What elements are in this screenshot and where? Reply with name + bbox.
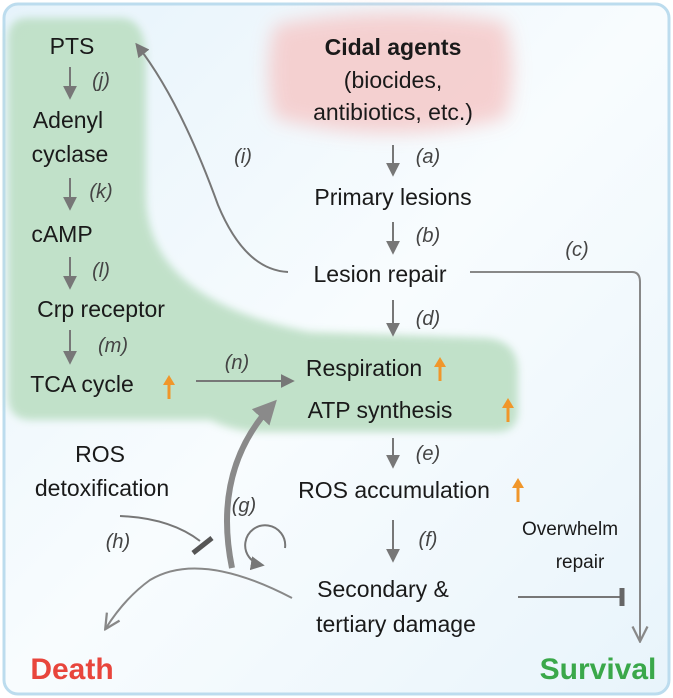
outcome-survival: Survival: [540, 653, 657, 686]
edge-label-k: (k): [89, 181, 112, 203]
edge-label-h: (h): [106, 531, 130, 553]
arrow-death: [106, 567, 293, 628]
ros-detox-line1: ROS: [75, 441, 125, 467]
up-arrow-icon: [512, 478, 524, 502]
edge-label-i: (i): [234, 146, 252, 168]
edge-label-a: (a): [416, 146, 440, 168]
edge-label-l: (l): [92, 260, 110, 282]
self-loop-arrow: [244, 524, 287, 571]
cidal-agents-line3: antibiotics, etc.): [313, 99, 473, 125]
overwhelm-line1: Overwhelm: [522, 519, 618, 540]
adenyl-cyclase-line2: cyclase: [32, 141, 109, 167]
edge-label-n: (n): [225, 352, 249, 374]
tca-cycle: TCA cycle: [30, 371, 134, 397]
crp-receptor: Crp receptor: [37, 296, 165, 322]
up-arrow-icon: [502, 398, 514, 422]
edge-label-j: (j): [92, 70, 110, 92]
secondary-damage-line1: Secondary &: [317, 576, 449, 602]
cidal-agents-line2: (biocides,: [344, 67, 442, 93]
lesion-repair: Lesion repair: [314, 261, 447, 287]
atp-synthesis: ATP synthesis: [308, 397, 453, 423]
edge-label-g: (g): [232, 495, 256, 517]
ros-detox-line2: detoxification: [35, 475, 169, 501]
arrow-i: [135, 42, 289, 273]
edge-label-c: (c): [565, 239, 588, 261]
camp: cAMP: [31, 221, 92, 247]
edge-label-m: (m): [98, 335, 128, 357]
arrow-h: [119, 515, 201, 542]
primary-lesions: Primary lesions: [314, 184, 471, 210]
outcome-death: Death: [30, 653, 113, 686]
overwhelm-line2: repair: [556, 552, 605, 573]
green-highlight-region: [8, 18, 518, 432]
inhibit-bar-h: [191, 536, 214, 555]
pts: PTS: [50, 33, 95, 59]
up-arrow-icon: [163, 375, 175, 399]
adenyl-cyclase-line1: Adenyl: [33, 107, 103, 133]
respiration: Respiration: [306, 355, 422, 381]
cidal-agents-title: Cidal agents: [325, 34, 462, 60]
ros-accumulation: ROS accumulation: [298, 477, 490, 503]
secondary-damage-line2: tertiary damage: [316, 611, 476, 637]
up-arrow-icon: [434, 357, 446, 381]
edge-label-e: (e): [416, 443, 440, 465]
edge-label-d: (d): [416, 308, 440, 330]
cidal-agents-blob: [268, 12, 513, 133]
arrow-c: [470, 271, 640, 640]
arrow-g: [224, 399, 277, 569]
edge-label-f: (f): [419, 529, 438, 551]
edge-label-b: (b): [416, 225, 440, 247]
